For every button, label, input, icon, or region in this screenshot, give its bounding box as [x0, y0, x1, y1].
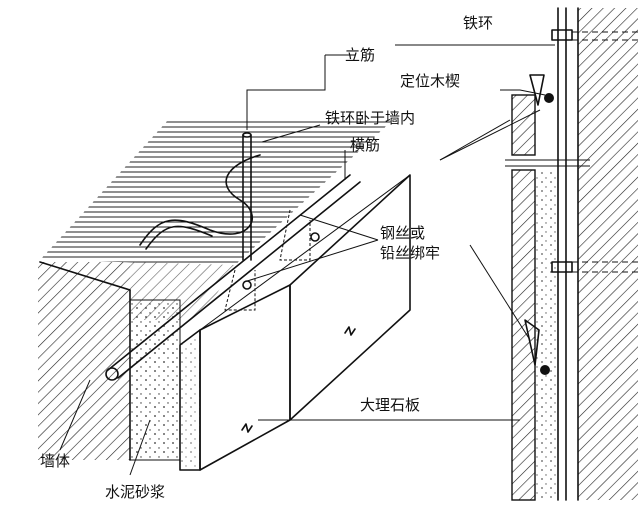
label-wire-tied: 钢丝或 — [380, 224, 425, 242]
isometric-view — [38, 118, 411, 471]
label-horizontal-bar: 横筋 — [350, 136, 380, 154]
wall-body — [38, 262, 130, 460]
label-cement-mortar: 水泥砂浆 — [105, 483, 165, 501]
positioning-wedge — [524, 319, 540, 366]
wall-top-surface — [40, 118, 395, 265]
leader-lines — [59, 44, 555, 476]
label-vertical-bar: 立筋 — [345, 46, 375, 64]
label-wire-tied-2: 铅丝绑牢 — [380, 244, 440, 262]
label-marble-slab: 大理石板 — [360, 396, 420, 414]
break-mark — [344, 326, 356, 336]
break-mark — [241, 423, 253, 433]
horizontal-bar — [105, 174, 361, 381]
vertical-bar — [242, 132, 252, 261]
section-view — [505, 7, 640, 501]
iron-ring-hook — [139, 154, 261, 246]
wire-ties — [224, 209, 320, 311]
positioning-wedge — [529, 74, 545, 106]
label-iron-ring-in-wall: 铁环卧于墙内 — [325, 109, 415, 127]
cement-mortar-layer — [129, 299, 181, 461]
label-iron-ring: 铁环 — [463, 14, 493, 32]
label-positioning-wedge: 定位木楔 — [400, 72, 460, 90]
label-wall-body: 墙体 — [40, 452, 70, 470]
section-wall — [578, 8, 638, 500]
